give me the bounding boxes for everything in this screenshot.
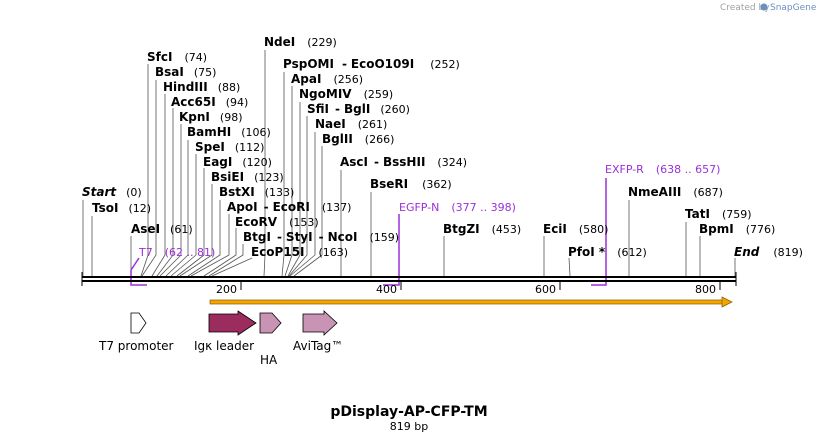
site-label: BtgZI(453): [443, 222, 521, 236]
feature-label-t7-promoter: T7 promoter: [98, 339, 174, 353]
site-label: BamHI(106): [187, 125, 271, 139]
ruler-tick-label: 200: [216, 283, 237, 296]
site-label: PspOMI-EcoO109I(252): [283, 57, 460, 71]
site-label: AseI(61): [131, 222, 193, 236]
site-label: BseRI(362): [370, 177, 452, 191]
feature-label-ha: HA: [260, 353, 278, 367]
site-label: BstXI(133): [219, 185, 294, 199]
primer-markers: [130, 178, 607, 286]
site-label: BsiEI(123): [211, 170, 284, 184]
feature-avitag: [302, 310, 338, 336]
feature-igk-leader: [208, 310, 257, 336]
site-label: BsaI(75): [155, 65, 216, 79]
site-label: SpeI(112): [195, 140, 264, 154]
primer-label-egfp-n: EGFP-N(377 .. 398): [399, 201, 516, 214]
site-label: EcoRV(153): [235, 215, 319, 229]
site-label: AscI-BssHII(324): [340, 155, 467, 169]
site-label: BpmI(776): [699, 222, 775, 236]
site-label: ApaI(256): [291, 72, 363, 86]
site-label: BglII(266): [322, 132, 394, 146]
site-label: TsoI(12): [92, 201, 151, 215]
dna-backbone: [81, 272, 737, 286]
ruler: 200 400 600 800: [216, 282, 721, 296]
site-label: PfoI *(612): [568, 245, 647, 259]
site-label: EciI(580): [543, 222, 608, 236]
site-label: Acc65I(94): [171, 95, 248, 109]
features: T7 promoter Igκ leader HA AviTag™: [98, 310, 343, 367]
restriction-site-labels: Start(0) TsoI(12) AseI(61) SfcI(74) BsaI…: [82, 35, 803, 259]
plasmid-title: pDisplay-AP-CFP-TM: [330, 404, 487, 420]
feature-label-avitag: AviTag™: [293, 339, 343, 353]
feature-label-igk-leader: Igκ leader: [194, 339, 254, 353]
site-label: Start(0): [82, 185, 142, 199]
orf-arrow: [209, 296, 733, 308]
site-label: NmeAIII(687): [628, 185, 723, 199]
feature-ha: [259, 312, 282, 334]
site-label: End(819): [734, 245, 803, 259]
feature-t7-promoter: [130, 312, 147, 334]
site-label: HindIII(88): [163, 80, 240, 94]
site-label: TatI(759): [685, 207, 752, 221]
primer-label-exfp-r: EXFP-R(638 .. 657): [605, 163, 720, 176]
ruler-tick-label: 400: [376, 283, 397, 296]
credit-brand: SnapGene: [770, 3, 817, 13]
credit-text: Created by: [720, 3, 770, 13]
site-label: EcoP15I(163): [251, 245, 348, 259]
site-label: ApoI-EcoRI(137): [227, 200, 351, 214]
primer-label-t7: T7(62 .. 81): [138, 246, 215, 259]
site-label: NaeI(261): [315, 117, 387, 131]
site-label: BtgI-StyI-NcoI(159): [243, 230, 399, 244]
site-label: NgoMIV(259): [299, 87, 393, 101]
site-label: NdeI(229): [264, 35, 337, 49]
plasmid-length: 819 bp: [390, 420, 428, 433]
ruler-tick-label: 600: [535, 283, 556, 296]
site-label: SfiI-BglI(260): [307, 102, 410, 116]
site-label: SfcI(74): [147, 50, 207, 64]
primer-labels: T7(62 .. 81) EGFP-N(377 .. 398) EXFP-R(6…: [138, 163, 720, 259]
snapgene-logo-icon: [760, 3, 768, 11]
ruler-tick-label: 800: [695, 283, 716, 296]
site-connectors: [82, 50, 736, 277]
site-label: KpnI(98): [179, 110, 243, 124]
site-label: EagI(120): [203, 155, 272, 169]
